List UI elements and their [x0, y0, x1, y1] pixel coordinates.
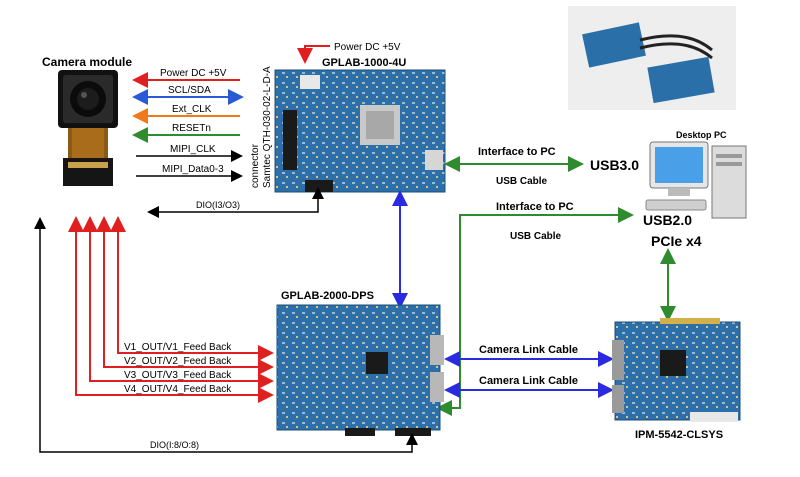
feedback-v4-label: V4_OUT/V4_Feed Back — [124, 384, 232, 395]
feedback-v2-label: V2_OUT/V2_Feed Back — [124, 356, 232, 367]
dio-top-label: DIO(I3/O3) — [196, 200, 240, 210]
signal-resetn-label: RESETn — [172, 123, 211, 134]
feedback-lines — [68, 216, 274, 403]
connector-part-label: Samtec QTH-030-02-L-D-A — [262, 66, 273, 188]
gplab2000-board-image — [276, 304, 444, 436]
camera-signals — [132, 72, 244, 182]
pcie-label: PCIe x4 — [651, 233, 702, 249]
desktop-pc-icon — [645, 141, 747, 219]
usb3-label: USB3.0 — [590, 157, 639, 173]
camera-module-title: Camera module — [42, 55, 132, 69]
usb-cable-top-label: USB Cable — [496, 176, 548, 187]
signal-power-label: Power DC +5V — [160, 68, 227, 79]
grabber-title: IPM-5542-CLSYS — [635, 429, 723, 441]
gplab1000-title: GPLAB-1000-4U — [322, 57, 406, 69]
camera-module-image — [58, 70, 118, 186]
connector-label: connector — [250, 143, 261, 188]
interface-pc-top-label: Interface to PC — [478, 146, 556, 158]
camera-link-1-label: Camera Link Cable — [479, 344, 578, 356]
grabber-board-image — [612, 318, 741, 422]
system-photo — [568, 6, 736, 110]
signal-mipiclk-label: MIPI_CLK — [170, 144, 216, 155]
feedback-v3-label: V3_OUT/V3_Feed Back — [124, 370, 232, 381]
desktop-pc-title: Desktop PC — [676, 130, 727, 140]
usb-cable-bottom-label: USB Cable — [510, 231, 562, 242]
signal-extclk-label: Ext_CLK — [172, 104, 212, 115]
usb2-label: USB2.0 — [643, 212, 692, 228]
interface-pc-bottom-label: Interface to PC — [496, 201, 574, 213]
signal-sclsda-label: SCL/SDA — [168, 85, 211, 96]
gplab2000-title: GPLAB-2000-DPS — [281, 290, 374, 302]
gplab1000-power-label: Power DC +5V — [334, 42, 401, 53]
dio-bottom-label: DIO(I:8/O:8) — [150, 440, 199, 450]
gplab1000-board-image — [274, 69, 446, 193]
camera-link-2-label: Camera Link Cable — [479, 375, 578, 387]
feedback-v1-label: V1_OUT/V1_Feed Back — [124, 342, 232, 353]
signal-mipidata-label: MIPI_Data0-3 — [162, 164, 224, 175]
